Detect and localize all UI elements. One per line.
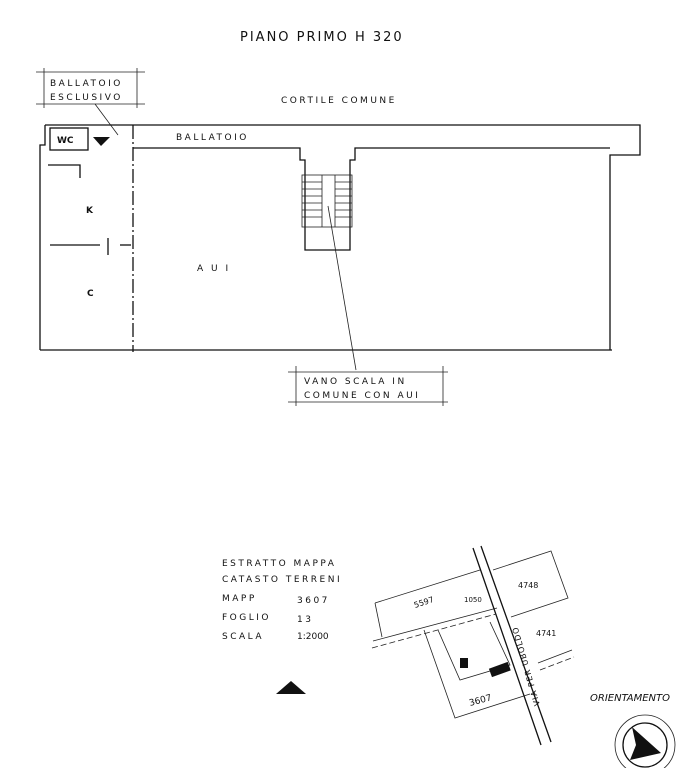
parcel-1050: 1050 (464, 596, 482, 604)
aui-label: A U I (197, 264, 231, 274)
vano-scala-label-2: COMUNE CON AUI (304, 391, 420, 401)
ballatoio-esclusivo-callout: BALLATOIO ESCLUSIVO (36, 68, 145, 136)
kitchen-label: K (86, 206, 94, 216)
ballatoio-esclusivo-label-2: ESCLUSIVO (50, 93, 123, 103)
plan-title: PIANO PRIMO H 320 (240, 30, 404, 45)
parcel-4741: 4741 (536, 629, 556, 638)
building-outline: WC K C A U I BALLATOIO (39, 124, 641, 352)
entrance-marker-icon (93, 137, 110, 146)
scala-value: 1:2000 (297, 632, 329, 642)
cortile-comune-label: CORTILE COMUNE (281, 96, 397, 106)
room-c-label: C (87, 289, 94, 299)
parcel-5597: 5597 (413, 595, 435, 610)
estratto-line-2: CATASTO TERRENI (222, 575, 342, 585)
parcel-4748: 4748 (518, 581, 538, 590)
mapp-value: 3607 (297, 596, 330, 606)
staircase (301, 174, 357, 371)
foglio-value: 13 (297, 615, 313, 625)
orientamento-label: ORIENTAMENTO (590, 693, 670, 704)
vano-scala-label-1: VANO SCALA IN (304, 377, 407, 387)
vano-scala-callout: VANO SCALA IN COMUNE CON AUI (288, 366, 448, 406)
estratto-line-1: ESTRATTO MAPPA (222, 559, 336, 569)
scala-label: SCALA (222, 632, 264, 642)
north-arrow-icon (276, 681, 306, 694)
estratto-mappa-block: ESTRATTO MAPPA CATASTO TERRENI MAPP 3607… (222, 559, 342, 642)
mapp-label: MAPP (222, 594, 257, 604)
cadastral-map: 5597 1050 4748 4741 3607 VIA PER UBOLDO (371, 545, 575, 746)
ballatoio-esclusivo-label-1: BALLATOIO (50, 79, 123, 89)
foglio-label: FOGLIO (222, 613, 271, 623)
compass-icon (614, 714, 676, 768)
ballatoio-label: BALLATOIO (176, 133, 249, 143)
wc-label: WC (57, 136, 74, 146)
parcel-3607: 3607 (468, 693, 493, 709)
